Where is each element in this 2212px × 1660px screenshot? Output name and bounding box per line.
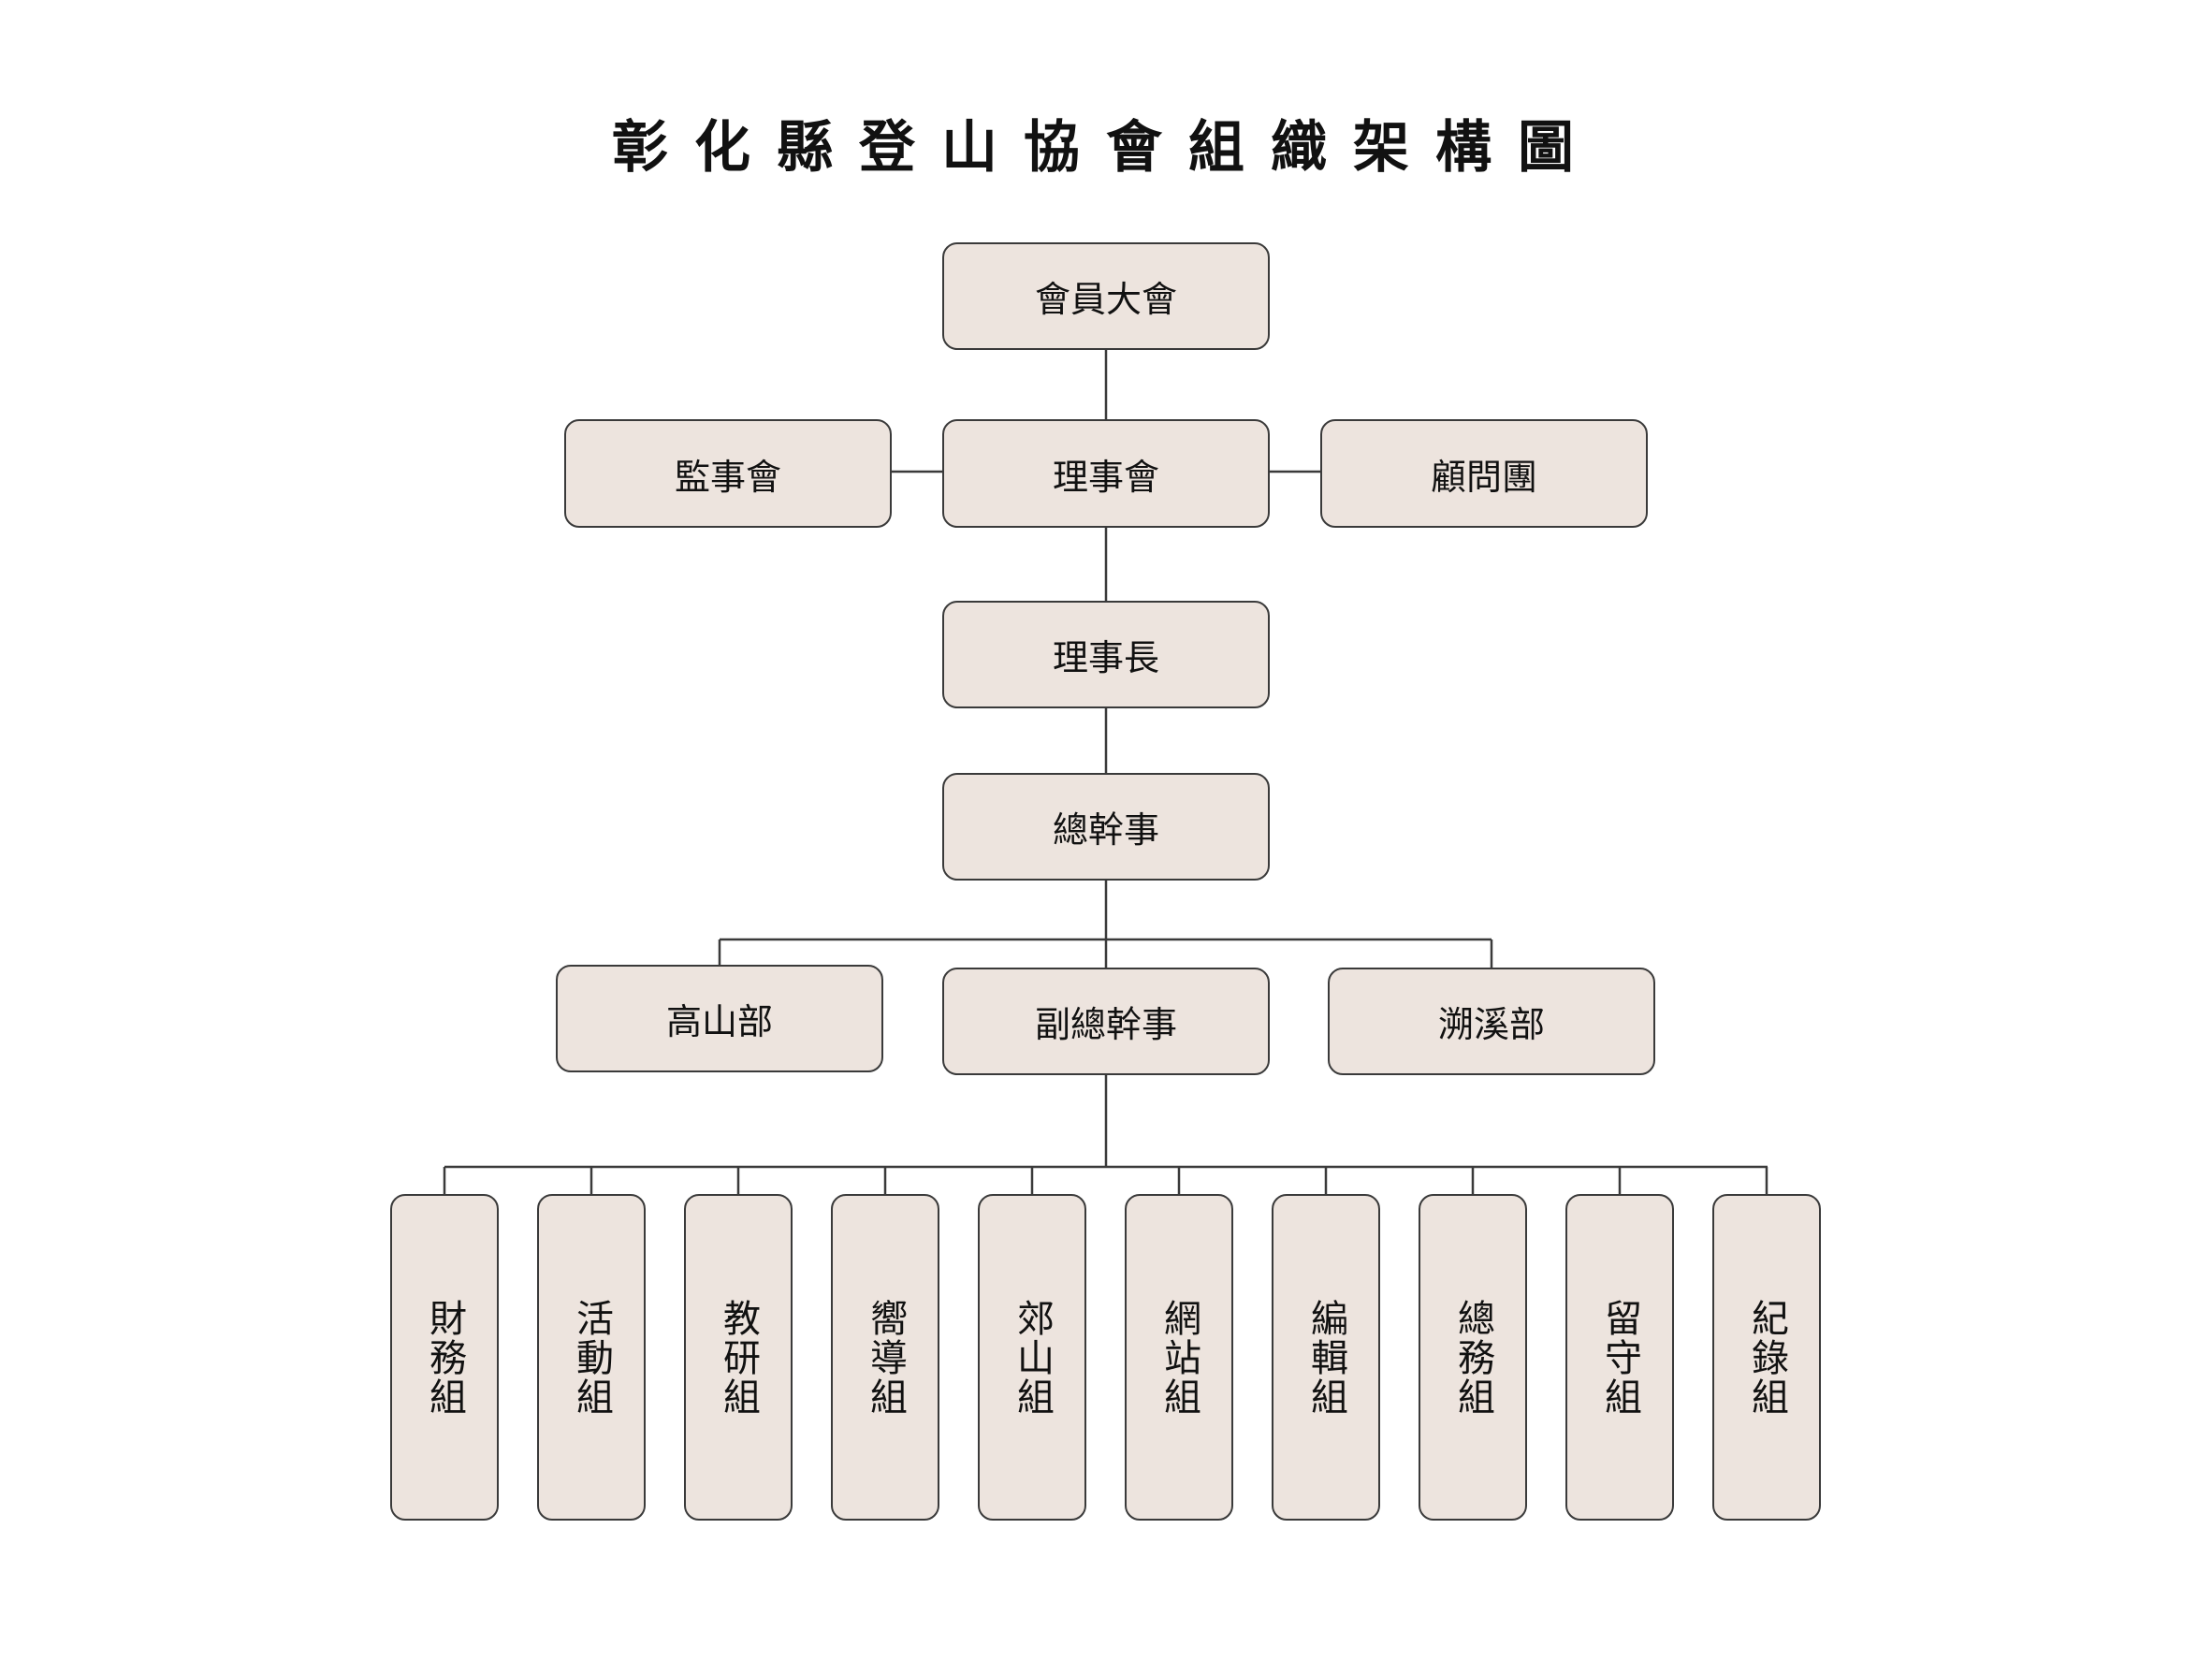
node-river-dept: 溯溪部: [1328, 968, 1655, 1075]
node-label: 理事會: [1052, 456, 1159, 498]
node-secretary-general: 總幹事: [942, 773, 1270, 881]
node-group-activities: 活動組: [537, 1194, 646, 1521]
chart-title: 彰化縣登山協會組織架構圖: [612, 115, 1600, 181]
node-group-finance: 財務組: [390, 1194, 499, 1521]
node-deputy-secretary: 副總幹事: [942, 968, 1270, 1075]
node-label: 編輯組: [1304, 1298, 1347, 1417]
node-label: 教研組: [717, 1298, 760, 1417]
node-label: 副總幹事: [1034, 1004, 1177, 1045]
node-label: 會員大會: [1034, 279, 1177, 320]
node-label: 嚮導組: [864, 1298, 907, 1417]
node-label: 留守組: [1598, 1298, 1641, 1417]
node-group-records: 紀錄組: [1712, 1194, 1821, 1521]
node-label: 財務組: [423, 1298, 466, 1417]
node-label: 總幹事: [1052, 809, 1159, 851]
node-label: 紀錄組: [1745, 1298, 1788, 1417]
node-group-website: 網站組: [1125, 1194, 1233, 1521]
node-label: 活動組: [570, 1298, 613, 1417]
node-group-general-affairs: 總務組: [1419, 1194, 1527, 1521]
node-label: 高山部: [665, 1001, 773, 1042]
node-label: 網站組: [1157, 1298, 1201, 1417]
node-label: 郊山組: [1011, 1298, 1054, 1417]
node-group-hills: 郊山組: [978, 1194, 1086, 1521]
node-advisors: 顧問團: [1320, 419, 1648, 528]
node-supervisors: 監事會: [564, 419, 892, 528]
node-label: 溯溪部: [1437, 1004, 1545, 1045]
node-group-standby: 留守組: [1565, 1194, 1674, 1521]
node-alpine-dept: 高山部: [556, 965, 883, 1072]
node-board: 理事會: [942, 419, 1270, 528]
node-group-editorial: 編輯組: [1272, 1194, 1380, 1521]
node-label: 顧問團: [1430, 456, 1537, 498]
node-chairman: 理事長: [942, 601, 1270, 708]
node-label: 理事長: [1052, 637, 1159, 678]
node-label: 監事會: [674, 456, 781, 498]
node-group-guides: 嚮導組: [831, 1194, 939, 1521]
node-label: 總務組: [1451, 1298, 1494, 1417]
node-group-education: 教研組: [684, 1194, 793, 1521]
node-general-assembly: 會員大會: [942, 242, 1270, 350]
